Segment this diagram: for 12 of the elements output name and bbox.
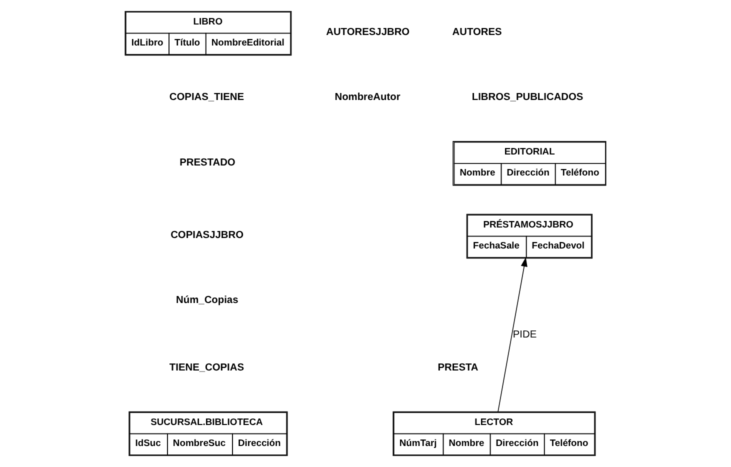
arrow	[498, 257, 528, 412]
label: AUTORESJJBRO	[326, 27, 410, 38]
label: TIENE_COPIAS	[169, 362, 244, 374]
label: NombreAutor	[334, 92, 400, 104]
label: PRESTADO	[180, 157, 236, 168]
label: COPIAS_TIENE	[169, 92, 244, 104]
label: PRESTA	[438, 362, 478, 374]
label: AUTORES	[452, 27, 502, 38]
label: COPIASJJBRO	[170, 230, 244, 242]
edge-label: PIDE	[512, 330, 537, 341]
label: Núm_Copias	[176, 295, 238, 306]
label: LIBROS_PUBLICADOS	[472, 92, 584, 104]
